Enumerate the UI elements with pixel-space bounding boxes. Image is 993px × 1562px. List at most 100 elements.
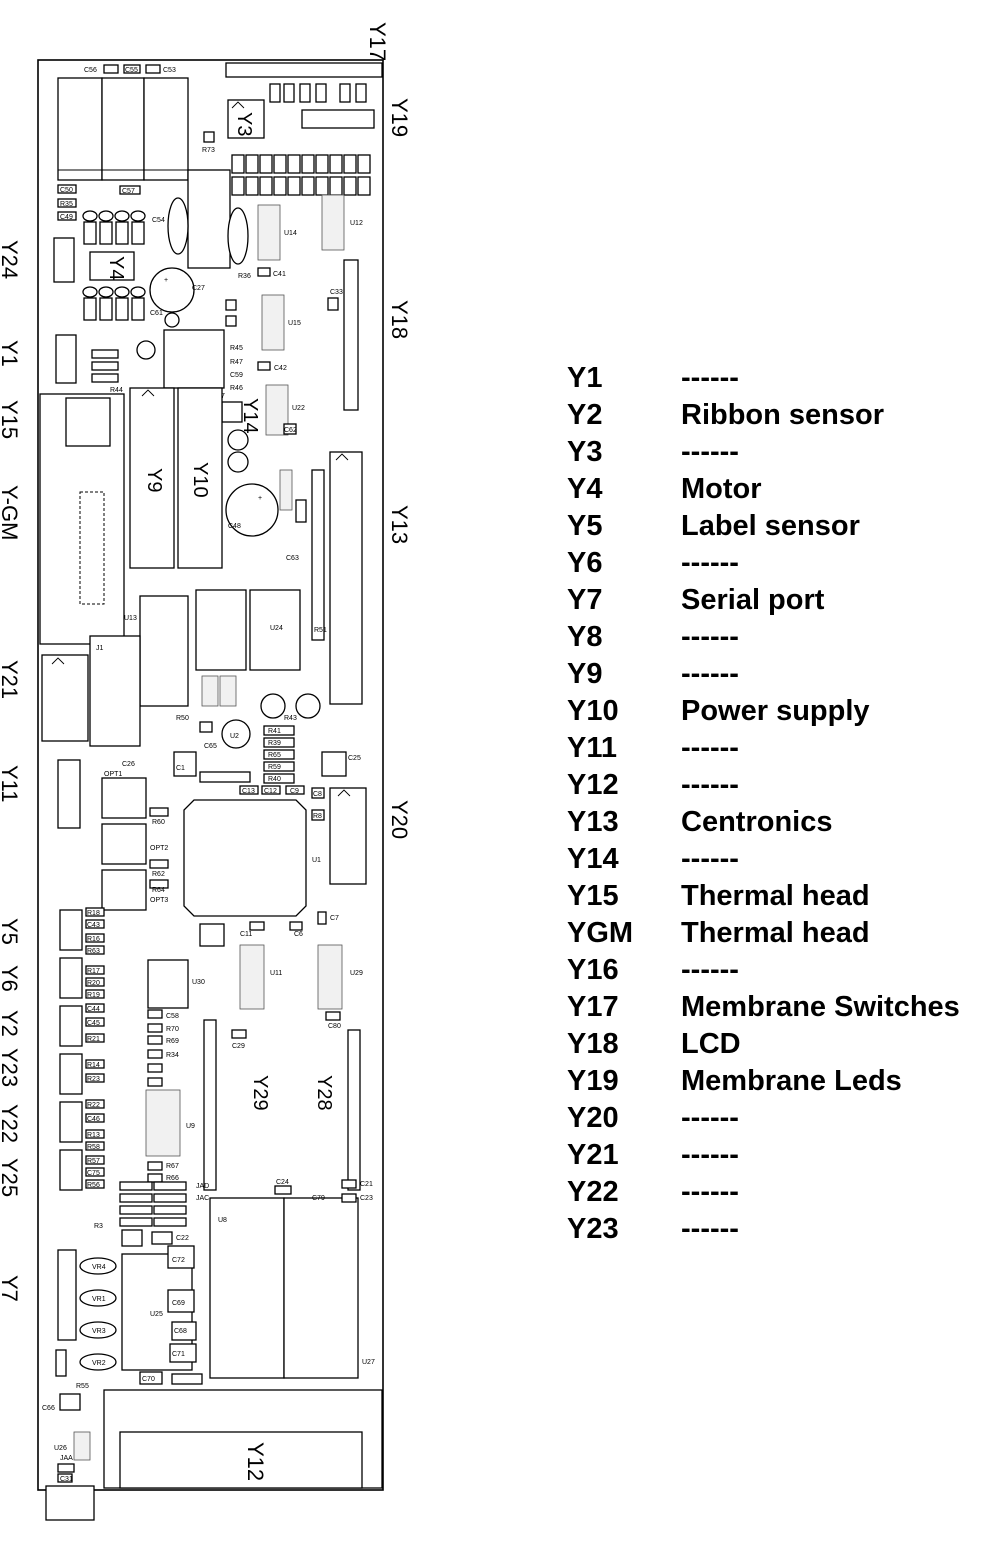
component-u27 (283, 1197, 359, 1379)
y19-label: Y19 (387, 98, 412, 137)
legend-code: Y13 (567, 806, 619, 838)
component-u19-block (143, 77, 189, 181)
legend-function: ------ (681, 621, 739, 653)
legend-code: Y20 (567, 1102, 619, 1134)
component-u12 (321, 194, 345, 251)
ref-r35: R35 (60, 201, 73, 208)
ref-u29: U29 (350, 970, 363, 977)
ref-r44: R44 (110, 387, 123, 394)
ref-r56: R56 (87, 1182, 100, 1189)
ref-u24: U24 (270, 625, 283, 632)
y20-connector (329, 787, 367, 885)
ref-r39: R39 (268, 740, 281, 747)
ref-u11: U11 (270, 970, 282, 977)
y25-connector (59, 1149, 83, 1191)
component-u14 (257, 204, 281, 261)
svg-text:+: + (258, 495, 262, 502)
ref-c75: C75 (87, 1170, 100, 1177)
ref-r19: R19 (87, 992, 100, 999)
ref-c72: C72 (172, 1257, 185, 1264)
ref-u30: U30 (192, 979, 205, 986)
svg-text:Y20: Y20 (387, 800, 412, 839)
svg-text:+: + (164, 277, 168, 284)
y21-connector (41, 654, 89, 742)
ref-jaa: JAA (60, 1455, 73, 1462)
ref-r45: R45 (230, 345, 243, 352)
y3-connector (227, 99, 265, 139)
legend-function: Power supply (681, 695, 870, 727)
component-u9 (145, 1089, 181, 1157)
ref-u15: U15 (288, 320, 301, 327)
ref-c62: C62 (284, 427, 297, 434)
svg-text:Y13: Y13 (387, 505, 412, 544)
y28-label: Y28 (313, 1075, 335, 1111)
svg-text:Y23: Y23 (0, 1048, 22, 1087)
legend-code: Y11 (567, 732, 617, 764)
ref-r60: R60 (152, 819, 165, 826)
ref-r34: R34 (166, 1052, 179, 1059)
legend-code: Y6 (567, 547, 603, 579)
legend-code: Y2 (567, 399, 603, 431)
ref-u26: U26 (54, 1445, 67, 1452)
legend-row: Y21 ------ (567, 1137, 960, 1174)
ref-r58: R58 (87, 1144, 100, 1151)
ref-c57: C57 (122, 188, 135, 195)
ref-c41: C41 (273, 271, 286, 278)
component-u2 (221, 719, 251, 749)
legend-function: Motor (681, 473, 762, 505)
legend-row: Y16------ (567, 952, 960, 989)
legend-code: Y8 (567, 621, 603, 653)
svg-text:Y11: Y11 (0, 765, 22, 803)
legend-function: ------ (681, 1139, 739, 1171)
y18-label: Y18 (387, 300, 412, 339)
component-u29 (317, 944, 343, 1010)
svg-text:Y18: Y18 (387, 300, 412, 339)
svg-text:Y4: Y4 (105, 256, 127, 280)
ref-r55: R55 (76, 1383, 89, 1390)
legend-function: ------ (681, 1176, 739, 1208)
ref-c54: C54 (152, 217, 165, 224)
resistor-stack-r41-r40 (263, 725, 295, 784)
component-c56 (103, 64, 119, 74)
jumper-row (119, 1181, 187, 1227)
ref-r64: R64 (152, 887, 165, 894)
ref-r8: R8 (313, 813, 322, 820)
ref-c6: C6 (294, 931, 303, 938)
y9-connector (129, 387, 175, 569)
legend-code: Y21 (567, 1139, 619, 1171)
svg-text:Y10: Y10 (189, 462, 211, 498)
y29-label: Y29 (249, 1075, 271, 1111)
legend-function: ------ (681, 732, 739, 764)
y12-label: Y12 (243, 1442, 268, 1481)
svg-text:Y17: Y17 (365, 22, 390, 61)
legend-function: Membrane Switches (681, 991, 960, 1023)
legend-code: Y3 (567, 436, 603, 468)
ref-r14: R14 (87, 1062, 100, 1069)
ref-c68: C68 (174, 1328, 187, 1335)
ref-r69: R69 (166, 1038, 179, 1045)
legend-function: Membrane Leds (681, 1065, 902, 1097)
ref-c58: C58 (166, 1013, 179, 1020)
legend-row: Y1------ (567, 360, 960, 397)
legend-function: ------ (681, 547, 739, 579)
svg-text:Y24: Y24 (0, 240, 22, 279)
ref-c63: C63 (286, 555, 299, 562)
diode-row-2 (82, 286, 146, 321)
y4-label: Y4 (105, 256, 127, 280)
legend-function: Ribbon sensor (681, 399, 885, 431)
ref-r51: R51 (314, 627, 327, 634)
legend-row: Y6 ------ (567, 545, 960, 582)
y17-label: Y17 (365, 22, 390, 61)
y22-label: Y22 (0, 1104, 22, 1143)
ref-c44: C44 (87, 1006, 100, 1013)
ref-jad: JAD (196, 1183, 209, 1190)
legend-function: Serial port (681, 584, 825, 616)
svg-text:Y5: Y5 (0, 918, 22, 945)
y17-connector (225, 62, 383, 78)
legend-function: LCD (681, 1028, 741, 1060)
